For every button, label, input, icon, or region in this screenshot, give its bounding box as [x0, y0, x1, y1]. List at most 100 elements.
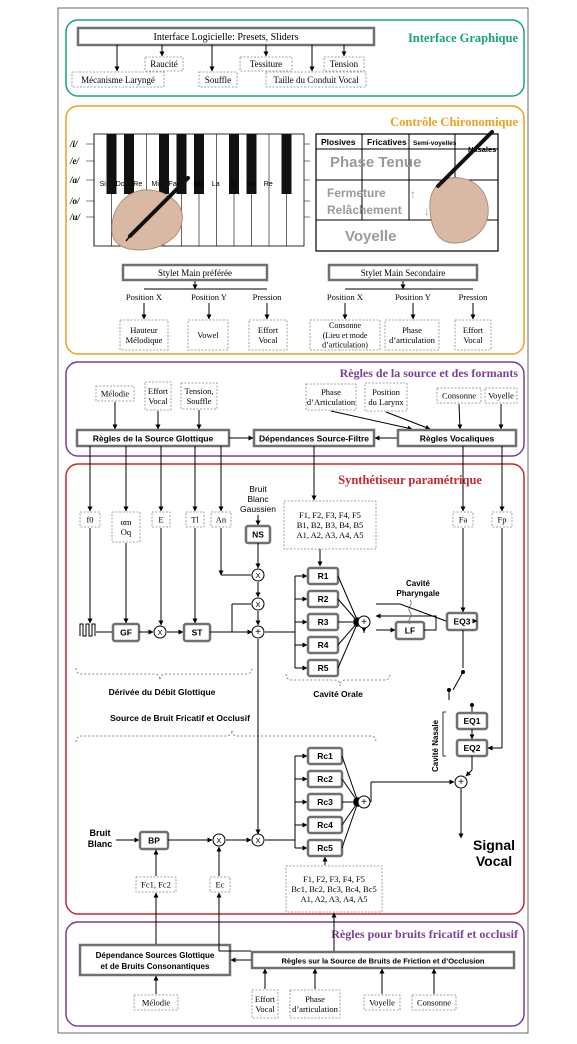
- noise-rules-title: Règles pour bruits fricatif et occlusif: [331, 927, 519, 941]
- fp-label: Fp: [498, 514, 507, 524]
- black-key: [246, 134, 257, 194]
- interface-section: Interface Graphique Interface Logicielle…: [65, 19, 525, 97]
- param-4-box: [210, 511, 232, 528]
- fermeture: Fermeture: [327, 186, 386, 200]
- sum-oral-label: +: [361, 617, 367, 628]
- note-label: Si: [100, 181, 107, 188]
- out-taille: Taille du Conduit Vocal: [273, 75, 359, 85]
- rules-section: Règles de la source et des formants Mélo…: [65, 361, 525, 457]
- param2-1: Position Y: [395, 292, 431, 302]
- orale-label: Cavité Orale: [313, 689, 363, 699]
- bruit-source-label: Source de Bruit Fricatif et Occlusif: [110, 713, 250, 723]
- pulse-train-icon: [79, 623, 96, 637]
- synth-title: Synthétiseur paramétrique: [338, 473, 482, 487]
- target-effort1-box: [248, 319, 288, 351]
- out-souffle: Souffle: [205, 75, 231, 85]
- vowel-label: /i/: [69, 139, 79, 149]
- param-0-label: f0: [86, 514, 93, 524]
- source-filter-label: Dépendances Source-Filtre: [259, 434, 369, 444]
- note-label: Do: [116, 181, 125, 188]
- arrow-down-glyph: ↓: [424, 204, 430, 218]
- noise-gaussien-3: Gaussien: [240, 504, 276, 514]
- relachement: Relâchement: [327, 203, 402, 217]
- mult-ns: [251, 568, 265, 582]
- n-voyelle-label: Voyelle: [369, 997, 395, 1007]
- brace-orale: [285, 673, 391, 687]
- target-hauteur-label: Hauteur: [130, 325, 158, 335]
- black-key: [106, 134, 117, 194]
- signal-vocal-2: Vocal: [476, 853, 512, 869]
- target-phase-label: d’articulation: [389, 335, 436, 345]
- mult-ns2-label: X: [255, 600, 260, 609]
- note-label: Do: [246, 181, 255, 188]
- n-consonne-box: [411, 994, 457, 1011]
- sum-final-label: +: [458, 777, 464, 788]
- vowel-label: /a/: [69, 175, 81, 185]
- formants-c-box: [285, 865, 383, 913]
- in-tension-box: [180, 382, 218, 410]
- bp-block-label: BP: [148, 836, 160, 846]
- sum-main: [251, 625, 265, 639]
- col-nasales: Nasales: [468, 145, 496, 154]
- formants-c-label: F1, F2, F3, F4, F5: [303, 874, 365, 884]
- param1-0: Position X: [126, 292, 162, 302]
- n-phase-label: Phase: [305, 994, 325, 1004]
- lf-block-label: LF: [405, 626, 415, 636]
- col-fricatives: Fricatives: [367, 137, 407, 147]
- param-3-box: [185, 511, 205, 528]
- mult-ec-label: X: [216, 836, 221, 845]
- vocalic-rules-box: [396, 428, 518, 448]
- bruit-blanc-1: Bruit: [90, 828, 111, 838]
- eq2-block-label: EQ2: [463, 743, 480, 753]
- out-mecanisme: Mécanisme Laryngé: [81, 75, 155, 85]
- target-consonne-label: Consonne: [329, 321, 361, 330]
- out-tessiture: Tessiture: [250, 59, 282, 69]
- in-voyelle-label: Voyelle: [488, 390, 514, 400]
- param2-0: Position X: [327, 292, 363, 302]
- out-raucite: Raucité: [150, 59, 178, 69]
- interface-header-box: [76, 26, 376, 47]
- target-effort2-label: Effort: [463, 325, 484, 335]
- lf-feedback: [375, 613, 437, 631]
- fc-box: [135, 876, 177, 893]
- black-key: [124, 134, 134, 194]
- black-key: [159, 134, 169, 194]
- target-vowel-label: Vowel: [197, 330, 219, 340]
- resonator-1-label: R1: [318, 571, 329, 581]
- rc-5-label: Rc5: [317, 843, 333, 853]
- dependance-line1: Dépendance Sources Glottique: [96, 951, 215, 960]
- phase-tenue: Phase Tenue: [330, 154, 421, 171]
- n-effort-label: Effort: [255, 994, 276, 1004]
- brace-bruit: [75, 729, 377, 743]
- in-consonne-box: [436, 387, 482, 404]
- interface-header: Interface Logicielle: Presets, Sliders: [154, 32, 299, 43]
- param-1-box: [111, 511, 141, 543]
- note-label: Re: [264, 181, 273, 188]
- mult-ns2: [251, 597, 265, 611]
- sum-noise-label: +: [361, 797, 367, 808]
- param2-2: Pression: [459, 292, 489, 302]
- target-effort1-label: Vocal: [258, 335, 278, 345]
- in-tension-label: Souffle: [187, 396, 212, 406]
- param-4-label: An: [216, 514, 227, 524]
- in-melodie-label: Mélodie: [101, 388, 130, 398]
- mult-ec: [212, 833, 226, 847]
- noise-gaussien-2: Blanc: [247, 494, 269, 504]
- mult-ns-label: X: [255, 571, 260, 580]
- target-phase-label: Phase: [402, 325, 422, 335]
- in-larynx-label: Position: [372, 387, 401, 397]
- target-effort2-box: [454, 319, 492, 351]
- sum-final: [454, 775, 468, 789]
- chrono-title: Contrôle Chironomique: [390, 115, 518, 129]
- target-vowel-box: [187, 319, 229, 351]
- mult-noise: [251, 833, 265, 847]
- signal-vocal-1: Signal: [473, 837, 515, 853]
- vowel-label: /u/: [69, 212, 82, 222]
- ec-label: Ec: [216, 879, 225, 889]
- n-voyelle-box: [363, 994, 401, 1011]
- note-label: Sol: [193, 181, 204, 188]
- target-consonne-label: d’articulation): [322, 340, 368, 349]
- note-label: Si: [230, 181, 237, 188]
